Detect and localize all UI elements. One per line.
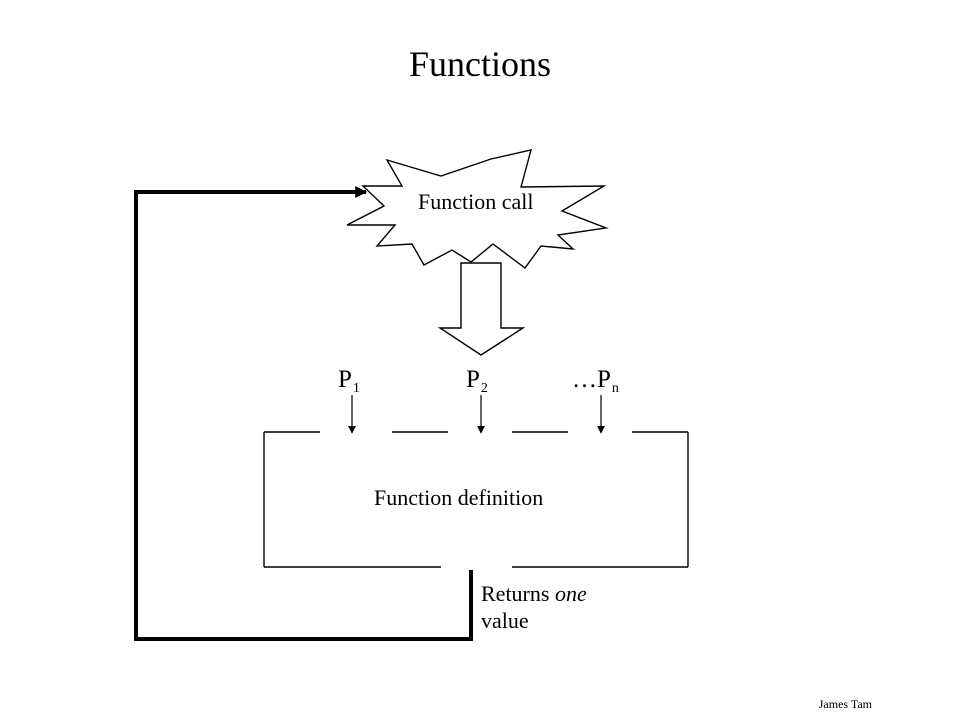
slide-title: Functions xyxy=(408,44,551,84)
author-footer: James Tam xyxy=(818,697,872,711)
function-definition-label: Function definition xyxy=(374,485,544,510)
parameter-label-2: P2 xyxy=(466,366,488,396)
function-definition-box xyxy=(263,431,689,568)
function-call-label: Function call xyxy=(418,189,534,214)
parameter-label-n: …Pn xyxy=(572,366,619,396)
return-path-arrow xyxy=(134,186,473,641)
parameter-label-1: P1 xyxy=(338,366,360,396)
call-to-definition-arrow xyxy=(437,262,526,356)
function-call-burst xyxy=(346,149,609,269)
